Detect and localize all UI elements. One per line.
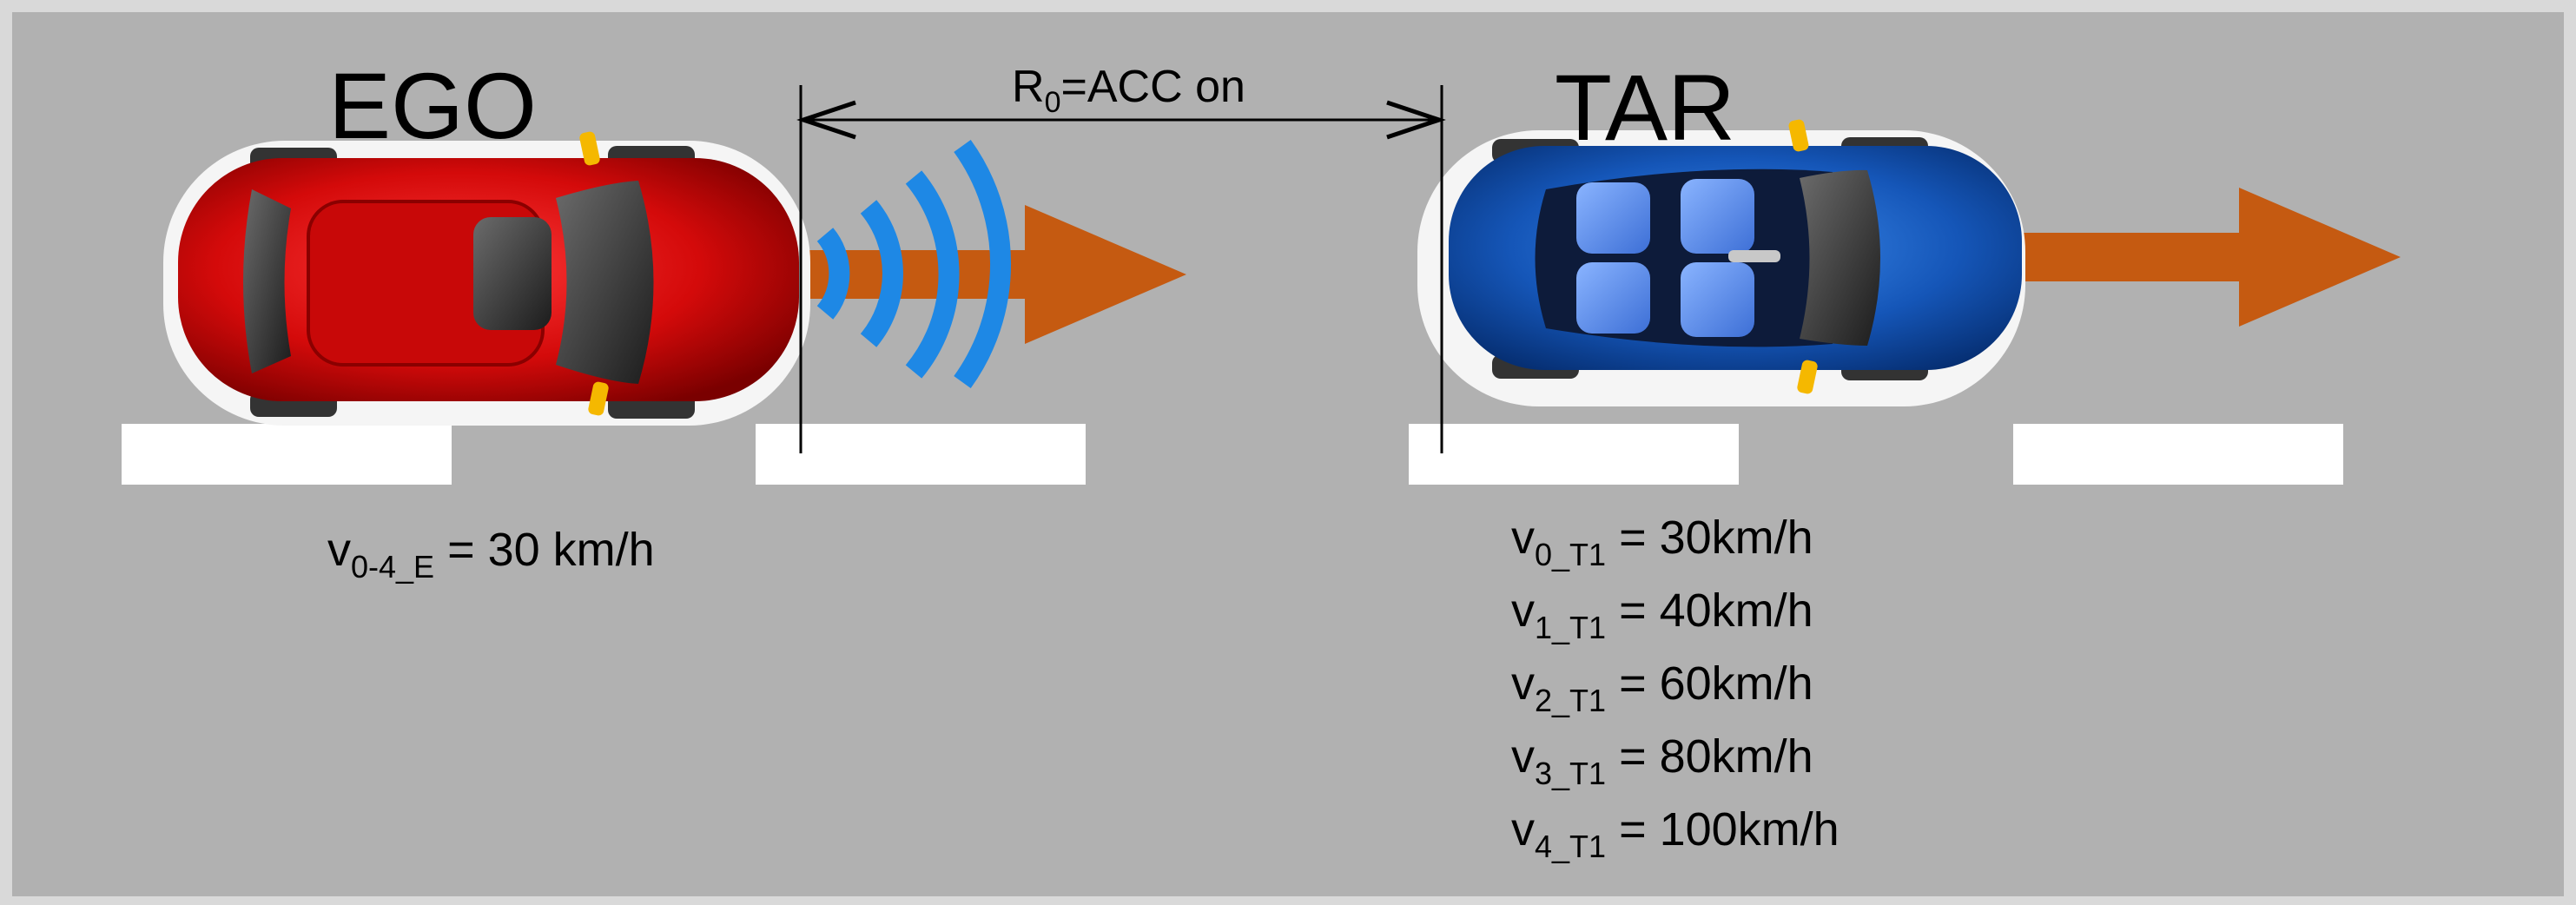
target-speed-value: = 100km/h [1606, 803, 1840, 855]
ego-speed-subscript: 0-4_E [351, 549, 435, 585]
target-speed: v2_T1 = 60km/h [1511, 660, 1813, 717]
range-label: R0=ACC on [1012, 64, 1245, 117]
red-car-icon [163, 131, 810, 426]
lane-markings [122, 424, 2343, 485]
target-speed-symbol: v [1511, 803, 1535, 855]
blue-car-icon [1417, 119, 2025, 406]
target-speed: v4_T1 = 100km/h [1511, 806, 1840, 862]
target-speed-symbol: v [1511, 730, 1535, 783]
range-symbol: R [1012, 62, 1045, 112]
target-speed: v3_T1 = 80km/h [1511, 733, 1813, 789]
radar-wave-icon [816, 139, 1011, 389]
ego-speed-symbol: v [327, 524, 351, 576]
target-label: TAR [1555, 55, 1735, 160]
target-speed: v0_T1 = 30km/h [1511, 514, 1813, 571]
lane-marking [756, 424, 1086, 485]
target-speed-subscript: 1_T1 [1535, 610, 1607, 645]
target-speed-symbol: v [1511, 512, 1535, 564]
target-speed-value: = 60km/h [1606, 657, 1813, 710]
lane-marking [122, 424, 452, 485]
motion-arrow-icon [2017, 188, 2401, 327]
target-speed-symbol: v [1511, 585, 1535, 637]
ego-label: EGO [328, 53, 538, 158]
range-subscript: 0 [1044, 86, 1061, 119]
target-speed-value: = 80km/h [1606, 730, 1813, 783]
target-speed-subscript: 2_T1 [1535, 683, 1607, 718]
target-speed-subscript: 3_T1 [1535, 756, 1607, 791]
target-speed-value: = 40km/h [1606, 585, 1813, 637]
lane-marking [2013, 424, 2343, 485]
range-text: =ACC on [1060, 62, 1245, 112]
ego-speed-value: = 30 km/h [434, 524, 655, 576]
ego-speed: v0-4_E = 30 km/h [327, 526, 655, 583]
target-speed: v1_T1 = 40km/h [1511, 587, 1813, 644]
target-speed-symbol: v [1511, 657, 1535, 710]
target-speed-subscript: 4_T1 [1535, 829, 1607, 864]
target-speed-subscript: 0_T1 [1535, 537, 1607, 572]
target-speed-value: = 30km/h [1606, 512, 1813, 564]
lane-marking [1409, 424, 1739, 485]
dimension-arrow-icon [796, 85, 1446, 453]
